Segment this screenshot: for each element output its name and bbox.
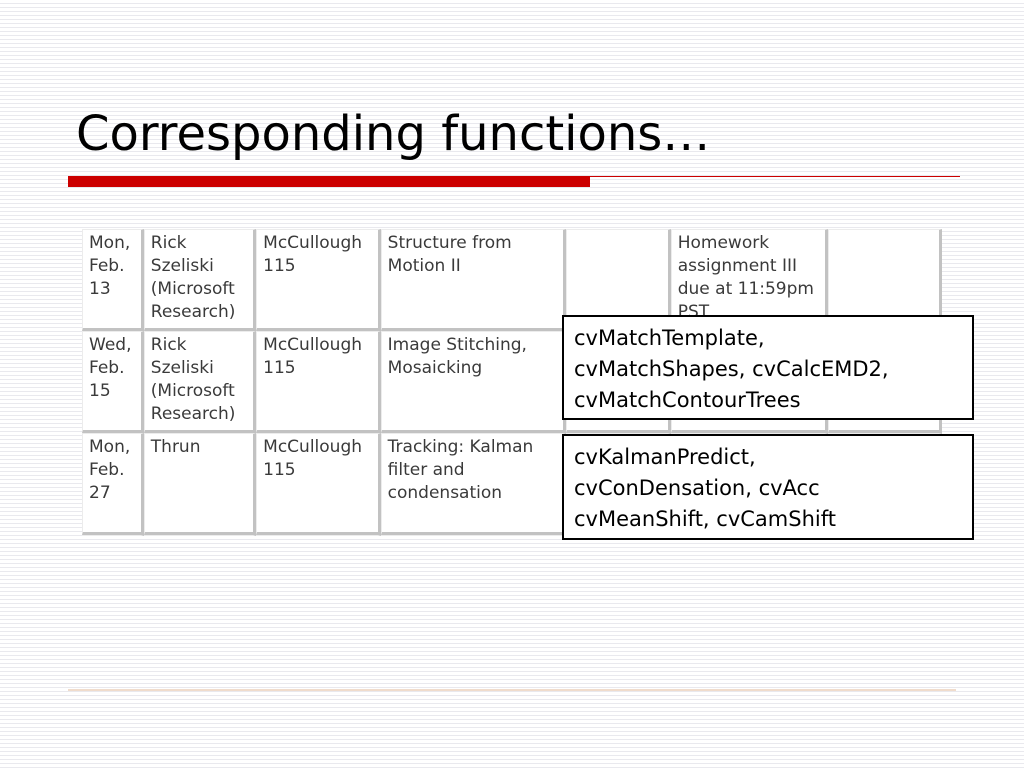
clipped-cell xyxy=(380,535,566,536)
callout-line: cvKalmanPredict, xyxy=(574,445,756,469)
callout-line: cvConDensation, cvAcc xyxy=(574,476,820,500)
clipped-cell xyxy=(82,535,144,536)
clipped-cell xyxy=(256,535,381,536)
title-underline-thick xyxy=(68,176,590,187)
topic-cell: Image Stitching, Mosaicking xyxy=(380,331,566,433)
callout-line: cvMatchShapes, cvCalcEMD2, xyxy=(574,357,889,381)
speaker-cell: Rick Szeliski (Microsoft Research) xyxy=(143,331,257,433)
topic-cell: Tracking: Kalman filter and condensation xyxy=(380,433,566,535)
title-underline-thin xyxy=(590,176,960,177)
room-cell: McCullough 115 xyxy=(256,331,381,433)
clipped-cell xyxy=(143,535,257,536)
date-cell: Mon, Feb. 13 xyxy=(82,229,144,331)
footer-rule xyxy=(68,689,956,691)
callout-line: cvMatchTemplate, xyxy=(574,326,765,350)
speaker-cell: Thrun xyxy=(143,433,257,535)
slide-title: Corresponding functions… xyxy=(76,106,711,162)
topic-cell: Structure from Motion II xyxy=(380,229,566,331)
speaker-cell: Rick Szeliski (Microsoft Research) xyxy=(143,229,257,331)
callout-line: cvMeanShift, cvCamShift xyxy=(574,507,836,531)
room-cell: McCullough 115 xyxy=(256,433,381,535)
room-cell: McCullough 115 xyxy=(256,229,381,331)
date-cell: Mon, Feb. 27 xyxy=(82,433,144,535)
date-cell: Wed, Feb. 15 xyxy=(82,331,144,433)
callout-matching-functions: cvMatchTemplate, cvMatchShapes, cvCalcEM… xyxy=(562,315,974,420)
callout-line: cvMatchContourTrees xyxy=(574,388,801,412)
callout-tracking-functions: cvKalmanPredict, cvConDensation, cvAcc c… xyxy=(562,434,974,540)
